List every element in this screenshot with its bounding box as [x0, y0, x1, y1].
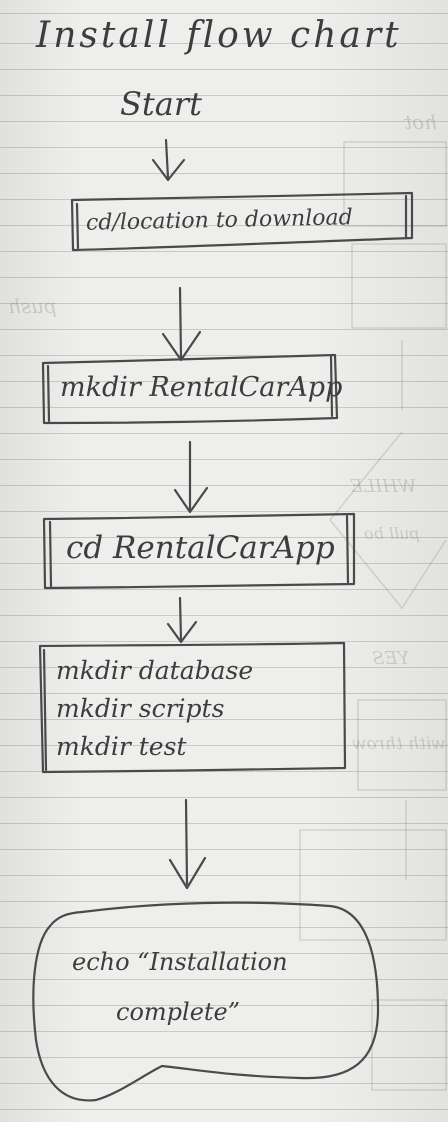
step2-box: [41, 353, 339, 425]
end-label-line2: complete”: [116, 998, 241, 1026]
arrow-step1-to-step2: [161, 286, 202, 362]
bleed-diamond: [328, 431, 447, 610]
block-line-scripts: mkdir scripts: [56, 694, 225, 723]
step1-box: [70, 191, 414, 252]
bleed-box-5: [371, 999, 447, 1091]
start-label: Start: [120, 85, 203, 123]
bleed-box-2: [351, 243, 447, 329]
mkdir-block-box: [38, 641, 347, 774]
arrow-step3-to-block: [166, 596, 198, 644]
chart-title: Install flow chart: [36, 15, 402, 56]
arrow-start-to-step1: [151, 138, 186, 182]
arrow-block-to-end: [168, 798, 207, 890]
step2-label: mkdir RentalCarApp: [60, 372, 343, 403]
arrow-step2-to-step3: [173, 440, 209, 514]
end-terminal-shape: [32, 901, 380, 1102]
step3-box: [42, 512, 356, 590]
bleed-box-1: [343, 141, 447, 227]
block-line-test: mkdir test: [56, 732, 187, 761]
bleed-box-3: [357, 699, 447, 791]
step3-label: cd RentalCarApp: [66, 530, 335, 566]
end-label-line1: echo “Installation: [72, 948, 288, 976]
step1-label: cd/location to download: [85, 205, 353, 236]
block-line-database: mkdir database: [56, 656, 254, 685]
